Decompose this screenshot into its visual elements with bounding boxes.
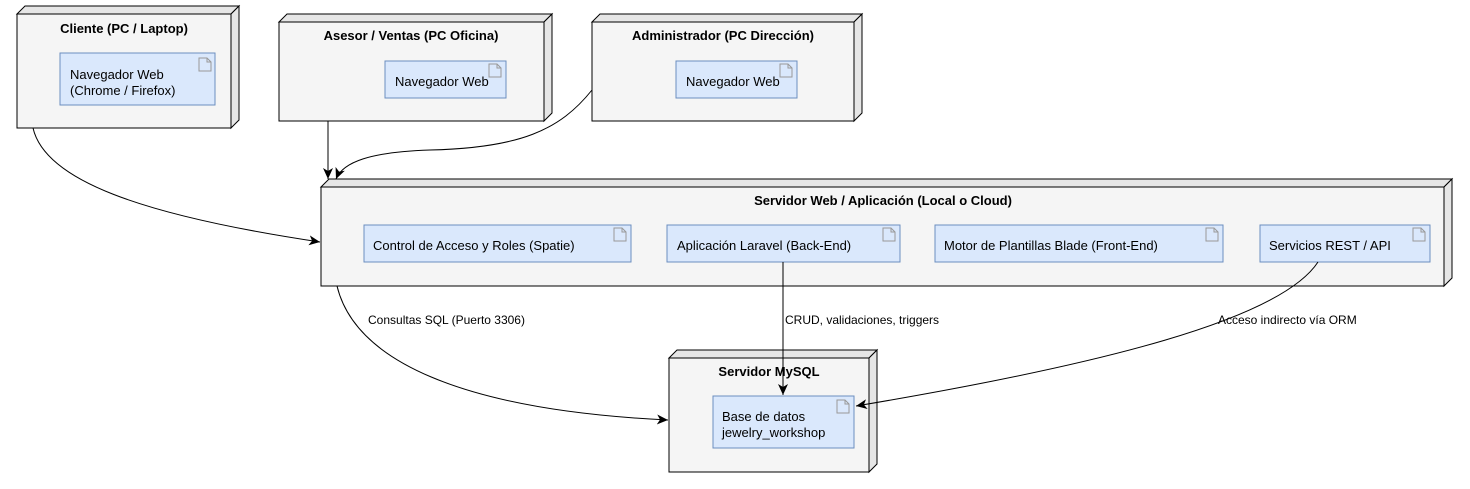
node-mysql-title: Servidor MySQL: [718, 364, 819, 379]
edge-crud-laravel-to-db: CRUD, validaciones, triggers: [778, 262, 939, 395]
component-asesor-browser-line1: Navegador Web: [395, 74, 489, 89]
document-icon: [613, 227, 627, 242]
component-acceso-roles: Control de Acceso y Roles (Spatie): [363, 224, 632, 263]
edge-crud-label: CRUD, validaciones, triggers: [785, 313, 939, 327]
document-icon: [882, 227, 896, 242]
component-rest-api-label: Servicios REST / API: [1269, 238, 1391, 253]
document-icon: [198, 57, 212, 72]
document-icon: [1412, 227, 1426, 242]
node-servidor-web-title: Servidor Web / Aplicación (Local o Cloud…: [754, 193, 1012, 208]
component-database-line2: jewelry_workshop: [721, 425, 825, 440]
edge-sql-label: Consultas SQL (Puerto 3306): [368, 313, 525, 327]
component-cliente-browser-line1: Navegador Web: [70, 67, 164, 82]
component-database-line1: Base de datos: [722, 409, 806, 424]
edge-orm-label: Acceso indirecto vía ORM: [1218, 313, 1357, 327]
edge-sql-servidor-to-mysql: Consultas SQL (Puerto 3306): [336, 285, 669, 425]
component-rest-api: Servicios REST / API: [1259, 224, 1431, 263]
edge-cliente-to-servidor: [32, 127, 321, 246]
component-admin-browser-line1: Navegador Web: [686, 74, 780, 89]
node-asesor-title: Asesor / Ventas (PC Oficina): [324, 28, 499, 43]
component-acceso-roles-label: Control de Acceso y Roles (Spatie): [373, 238, 575, 253]
document-icon: [779, 63, 793, 78]
component-asesor-browser: Navegador Web: [384, 60, 507, 99]
node-cliente-title: Cliente (PC / Laptop): [60, 21, 188, 36]
component-blade: Motor de Plantillas Blade (Front-End): [934, 224, 1224, 263]
node-admin-title: Administrador (PC Dirección): [632, 28, 814, 43]
edge-admin-to-servidor: [335, 89, 593, 180]
component-database: Base de datos jewelry_workshop: [712, 395, 855, 449]
component-laravel: Aplicación Laravel (Back-End): [666, 224, 901, 263]
component-admin-browser: Navegador Web: [675, 60, 798, 99]
document-icon: [836, 399, 850, 414]
component-laravel-label: Aplicación Laravel (Back-End): [677, 238, 851, 253]
document-icon: [1205, 227, 1219, 242]
component-cliente-browser: Navegador Web (Chrome / Firefox): [59, 52, 216, 106]
edge-orm-rest-to-db: Acceso indirecto vía ORM: [855, 261, 1357, 410]
document-icon: [488, 63, 502, 78]
component-blade-label: Motor de Plantillas Blade (Front-End): [944, 238, 1158, 253]
component-cliente-browser-line2: (Chrome / Firefox): [70, 83, 175, 98]
